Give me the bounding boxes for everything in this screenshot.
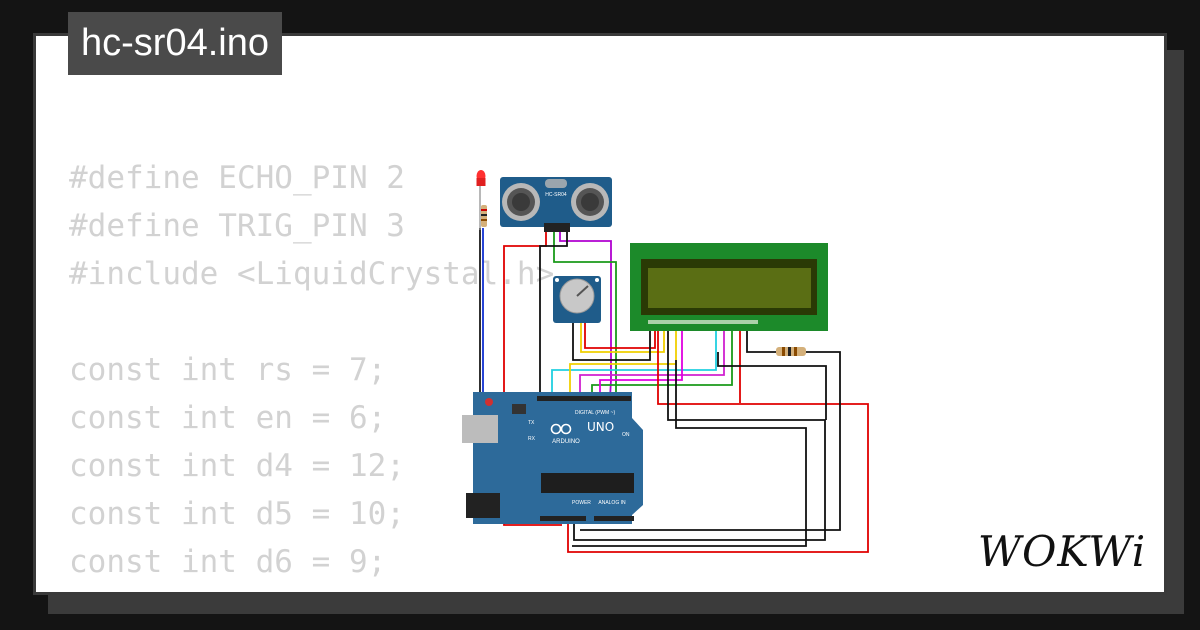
code-line: #include <LiquidCrystal.h> — [69, 256, 555, 292]
wires — [479, 228, 869, 553]
rx-label: RX — [528, 436, 536, 442]
potentiometer — [553, 276, 601, 323]
arduino-model: UNO — [587, 420, 614, 434]
on-label: ON — [622, 432, 630, 438]
code-line: const int d5 = 10; — [69, 496, 405, 532]
code-line: const int en = 6; — [69, 400, 387, 436]
arduino-uno: UNO ARDUINO DIGITAL (PWM ~) ANALOG IN PO… — [462, 392, 643, 524]
ultrasonic-sensor: HC-SR04 — [500, 177, 612, 232]
resistor-led — [481, 205, 487, 227]
wire-green-2 — [591, 330, 733, 398]
filename-tab: hc-sr04.ino — [68, 12, 282, 75]
wire-black-lcd — [573, 330, 826, 541]
code-preview: #define ECHO_PIN 2 #define TRIG_PIN 3 #inc… — [69, 154, 555, 592]
code-line: #define TRIG_PIN 3 — [69, 208, 405, 244]
code-line: #define ECHO_PIN 2 — [69, 160, 405, 196]
led — [476, 170, 486, 230]
wire-red — [503, 230, 562, 526]
wokwi-logo-text: WOKWi — [978, 527, 1146, 576]
wire-black — [539, 232, 568, 398]
tx-label: TX — [528, 420, 535, 426]
wire-red-pot — [584, 322, 656, 349]
analog-label: ANALOG IN — [598, 500, 626, 506]
wire-yellow — [580, 322, 665, 353]
wire-black-pot — [572, 322, 651, 361]
arduino-brand: ARDUINO — [552, 439, 580, 445]
digital-label: DIGITAL (PWM ~) — [575, 410, 615, 416]
wire-yellow-2 — [569, 330, 677, 398]
lcd-display — [630, 243, 828, 331]
power-label: POWER — [572, 500, 591, 506]
arduino-infinity-logo — [550, 423, 572, 435]
wire-purple-2 — [579, 330, 725, 398]
code-line: const int d4 = 12; — [69, 448, 405, 484]
resistor-lcd — [776, 347, 806, 356]
wire-black-2 — [717, 352, 827, 420]
wire-black-res — [580, 351, 841, 531]
wire-black-bl — [746, 330, 776, 353]
wire-red-lcd — [567, 330, 869, 553]
wire-black-lcd2 — [572, 360, 807, 547]
wire-green — [553, 232, 617, 398]
code-line: const int rs = 7; — [69, 352, 387, 388]
wire-magenta — [599, 330, 683, 398]
wokwi-logo: WOKWi — [978, 527, 1146, 576]
wire-cyan — [551, 330, 717, 398]
wire-purple — [559, 232, 612, 399]
sensor-label: HC-SR04 — [545, 192, 567, 198]
code-line: const int d6 = 9; — [69, 544, 387, 580]
